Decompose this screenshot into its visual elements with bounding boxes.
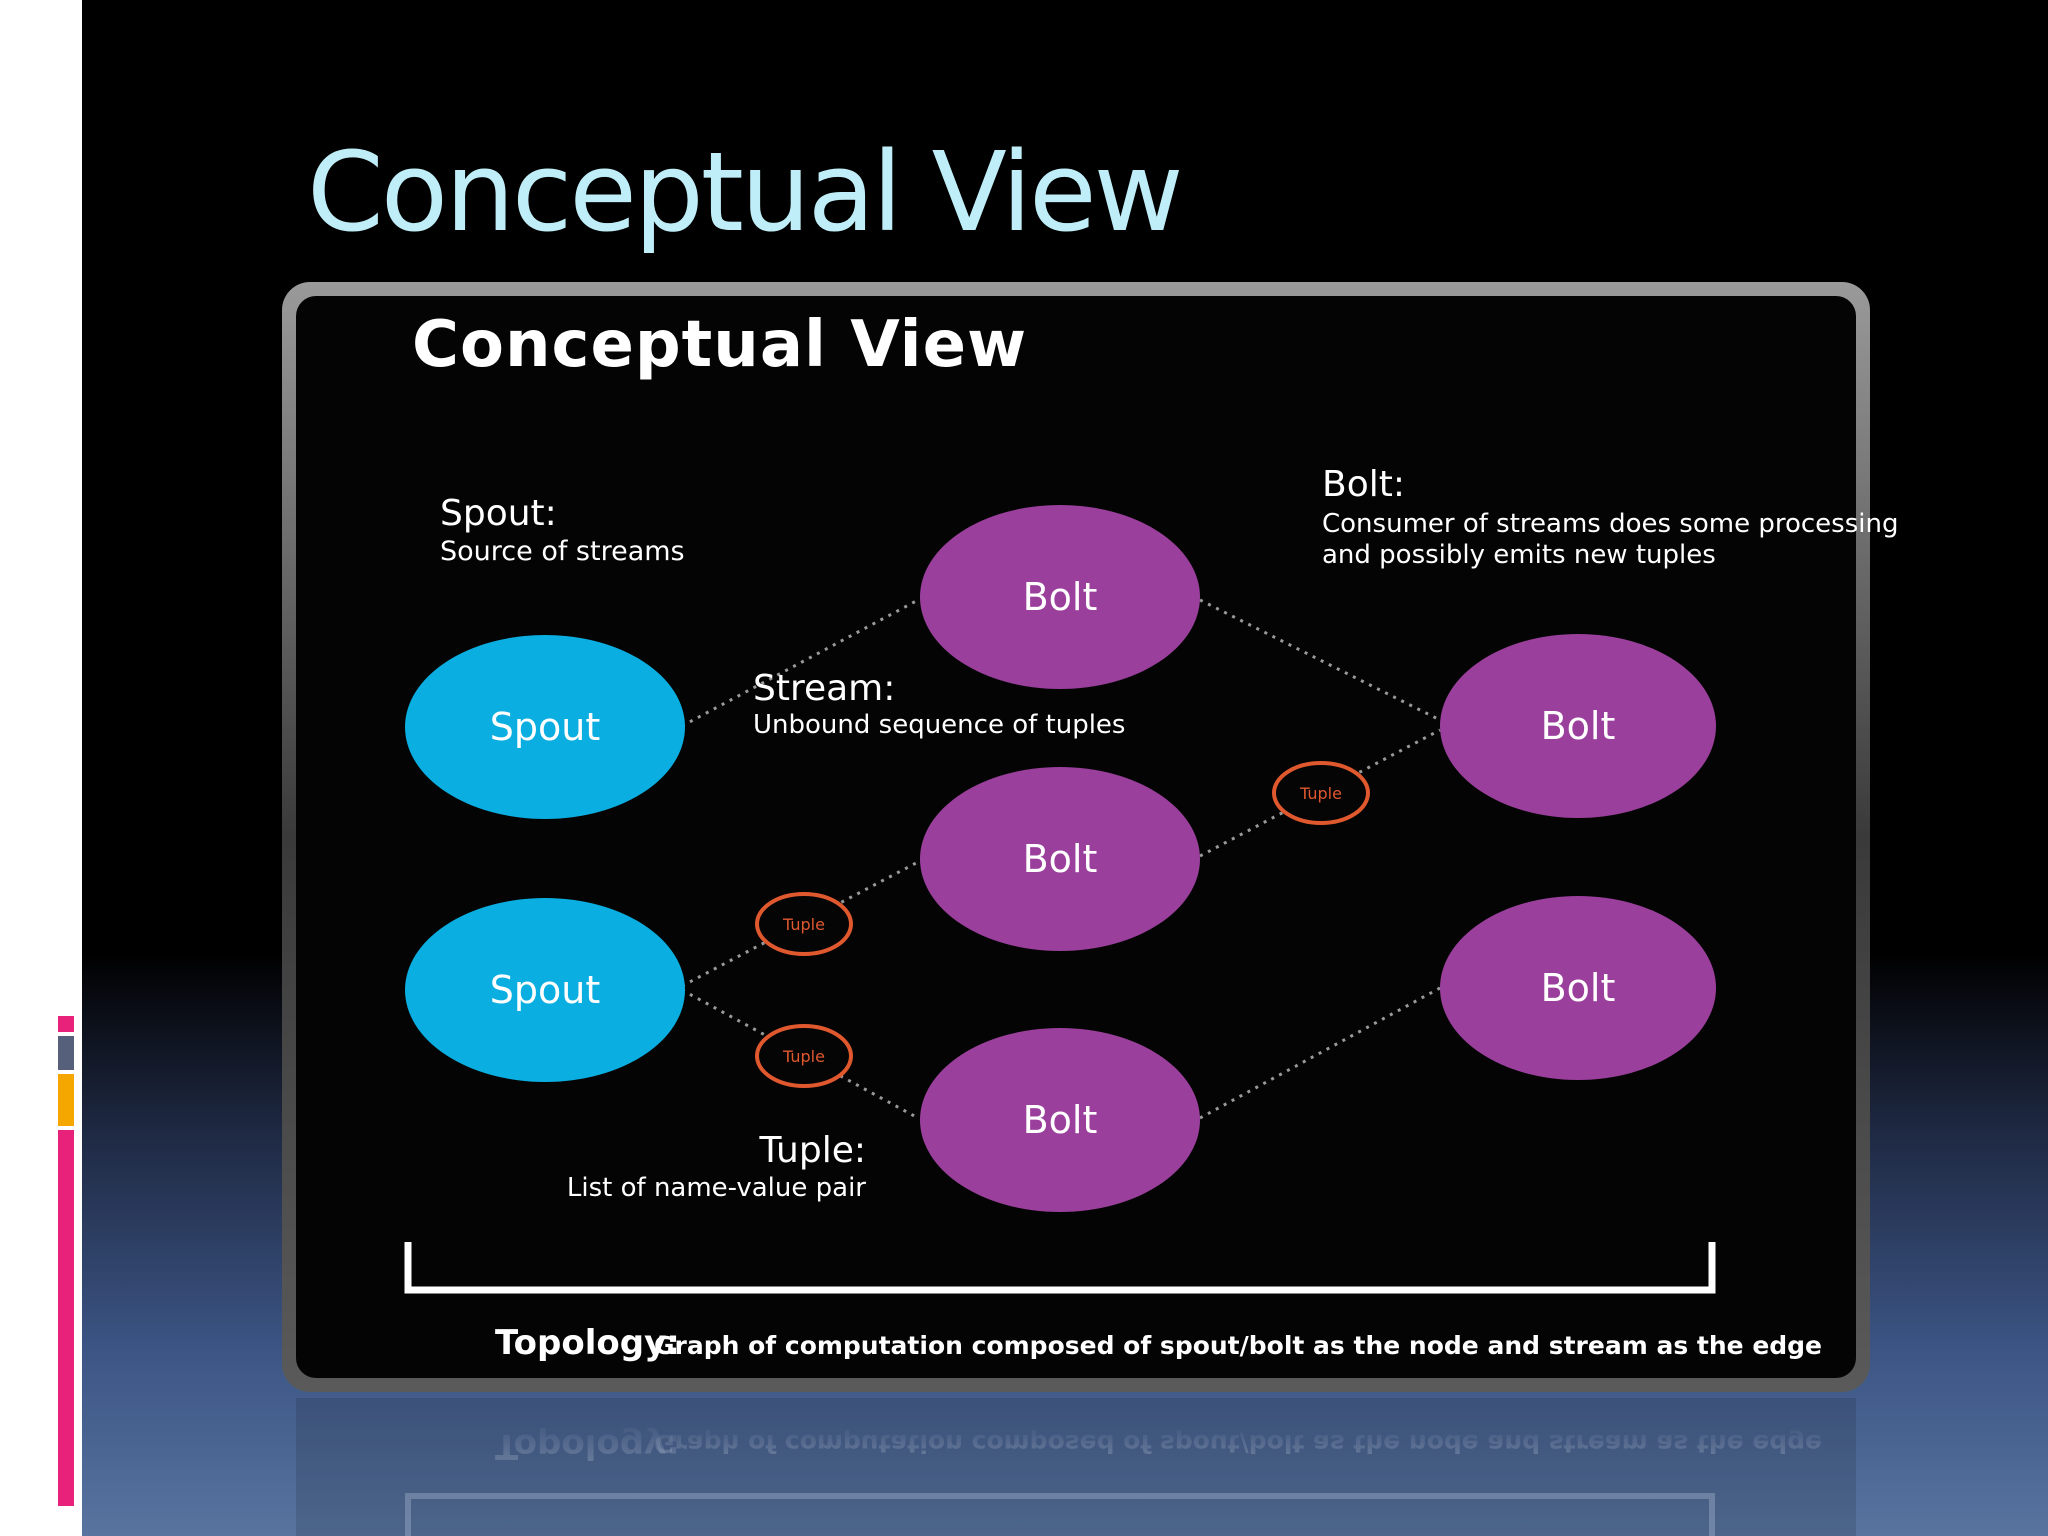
bolt-ellipse xyxy=(920,767,1200,951)
topology-heading: Topology: xyxy=(495,1323,680,1363)
spout-node-label: Spout xyxy=(490,705,600,749)
diagram-reflection: Topology: Graph of computation composed … xyxy=(296,1398,1856,1536)
bolt-node-5: Bolt xyxy=(1440,896,1716,1080)
tuple-ring xyxy=(755,1024,853,1088)
bolt-node-label: Bolt xyxy=(1023,837,1098,881)
spout-ellipse xyxy=(405,635,685,819)
tuple-badge-label: Tuple xyxy=(782,1047,825,1066)
stream-description: Unbound sequence of tuples xyxy=(753,710,1125,740)
tuple-badge-label: Tuple xyxy=(1299,784,1342,803)
spout-description: Source of streams xyxy=(440,536,685,567)
bolt-node-label: Bolt xyxy=(1023,1098,1098,1142)
bolt-ellipse xyxy=(1440,634,1716,818)
tuple-badge-label: Tuple xyxy=(782,915,825,934)
spout-node-1: Spout xyxy=(405,635,685,819)
bolt-node-2: Bolt xyxy=(920,767,1200,951)
tuple-ring xyxy=(1272,761,1370,825)
bolt-heading: Bolt: xyxy=(1322,464,1405,505)
bolt-ellipse xyxy=(1440,896,1716,1080)
left-margin xyxy=(0,0,82,1536)
accent-bar-pink xyxy=(58,1130,74,1506)
title-bars-icon xyxy=(47,148,80,234)
accent-bar-gold xyxy=(58,1074,74,1126)
topology-description: Graph of computation composed of spout/b… xyxy=(654,1331,1822,1360)
topology-reflection-heading: Topology: xyxy=(495,1426,680,1466)
bolt-node-3: Bolt xyxy=(920,1028,1200,1212)
tuple-badge-1: Tuple xyxy=(1272,761,1370,825)
spout-node-2: Spout xyxy=(405,898,685,1082)
tuple-description: List of name-value pair xyxy=(567,1173,866,1203)
accent-bar-slate xyxy=(58,1036,74,1070)
stream-heading: Stream: xyxy=(753,668,895,709)
bolt-ellipse xyxy=(920,1028,1200,1212)
bolt-node-1: Bolt xyxy=(920,505,1200,689)
spout-heading: Spout: xyxy=(440,493,557,534)
tuple-heading: Tuple: xyxy=(759,1130,866,1171)
spout-ellipse xyxy=(405,898,685,1082)
topology-reflection-desc: Graph of computation composed of spout/b… xyxy=(654,1429,1822,1458)
spout-node-label: Spout xyxy=(490,968,600,1012)
bolt-node-label: Bolt xyxy=(1541,966,1616,1010)
bolt-description-line-1: Consumer of streams does some processing xyxy=(1322,509,1898,539)
bolt-node-4: Bolt xyxy=(1440,634,1716,818)
tuple-badge-2: Tuple xyxy=(755,892,853,956)
tuple-badge-3: Tuple xyxy=(755,1024,853,1088)
edge-bolt3-bolt5 xyxy=(1199,986,1441,1120)
bolt-description-line-2: and possibly emits new tuples xyxy=(1322,540,1716,570)
topology-bracket xyxy=(404,1242,1716,1294)
slide-title: Conceptual View xyxy=(307,128,1184,256)
diagram-title: Conceptual View xyxy=(412,308,1027,382)
tuple-ring xyxy=(755,892,853,956)
bolt-node-label: Bolt xyxy=(1023,575,1098,619)
bolt-ellipse xyxy=(920,505,1200,689)
accent-bar-pink-top xyxy=(58,1016,74,1032)
bolt-node-label: Bolt xyxy=(1541,704,1616,748)
